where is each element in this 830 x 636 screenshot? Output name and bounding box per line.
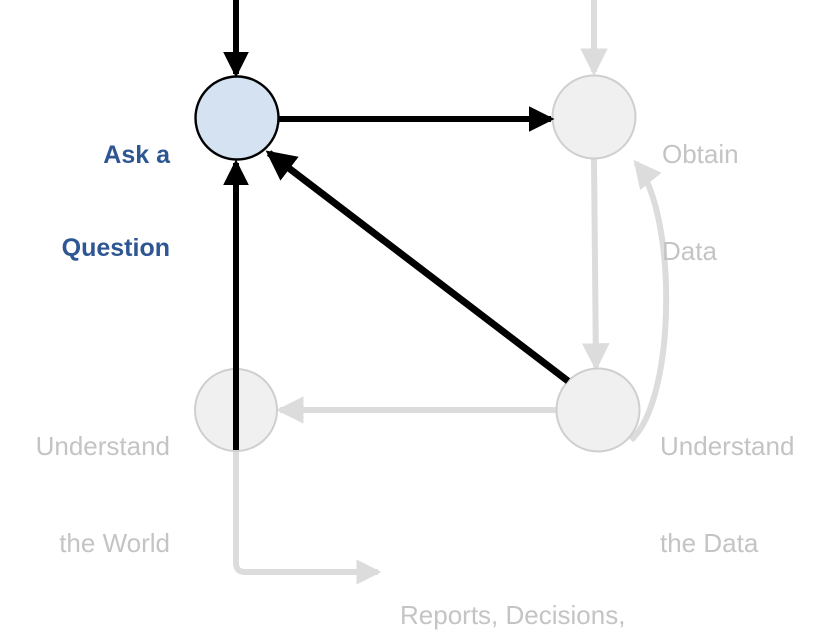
node-label-understand-world-line-1: Understand	[35, 431, 170, 462]
edge-understand-data-to-obtain-data	[628, 159, 670, 443]
node-label-obtain-data-line-1: Obtain	[662, 139, 739, 170]
terminal-label-reports-line-1: Reports, Decisions,	[400, 600, 626, 631]
node-label-understand-world-line-2: the World	[59, 528, 170, 559]
node-label-ask-question-line-2: Question	[61, 234, 170, 262]
node-label-understand-data-line-2: the Data	[660, 528, 759, 559]
node-label-ask-question-line-1: Ask a	[103, 141, 170, 169]
node-label-ask-question: Ask a Question	[0, 78, 170, 326]
node-ask-question-circle[interactable]	[194, 75, 280, 161]
edge-understand-world-to-reports	[233, 451, 382, 585]
terminal-label-reports: Reports, Decisions, and Solutions	[400, 535, 820, 636]
edge-obtain-data-to-understand-data	[581, 158, 610, 371]
node-understand-data-circle[interactable]	[555, 367, 641, 453]
node-label-understand-data-line-1: Understand	[660, 431, 795, 462]
edge-understand-data-to-ask-question	[265, 150, 571, 384]
node-label-understand-data: Understand the Data	[660, 366, 830, 624]
node-label-obtain-data-line-2: Data	[662, 236, 717, 267]
node-label-understand-world: Understand the World	[0, 366, 170, 624]
node-obtain-data-circle[interactable]	[551, 74, 637, 160]
node-label-obtain-data: Obtain Data	[662, 74, 830, 332]
